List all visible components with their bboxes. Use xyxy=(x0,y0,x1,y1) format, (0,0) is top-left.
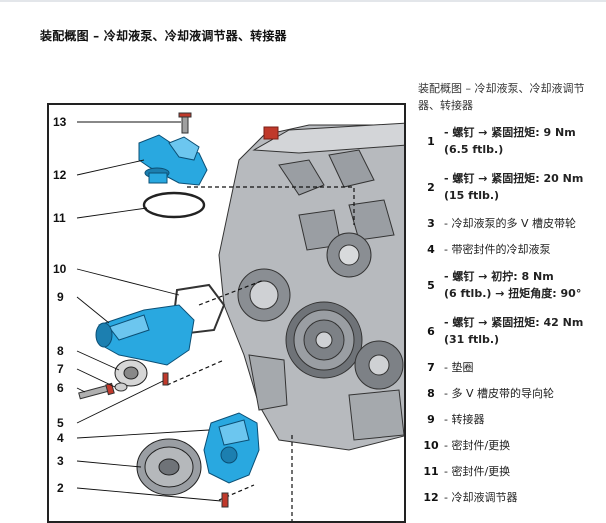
legend-item-text: - 螺钉 → 紧固扭矩: 9 Nm (6.5 ftlb.) xyxy=(444,124,576,158)
legend-item: 7 - 垫圈 xyxy=(418,354,604,380)
part-12-coolant-regulator xyxy=(138,134,208,186)
legend-item-line2: (31 ftlb.) xyxy=(444,333,500,346)
legend-item-text: - 带密封件的冷却液泵 xyxy=(444,241,550,258)
legend-item-number: 10 xyxy=(423,438,439,452)
legend-item-line1: - 螺钉 → 初拧: 8 Nm xyxy=(444,270,554,283)
legend-item: 6 - 螺钉 → 紧固扭矩: 42 Nm (31 ftlb.) xyxy=(418,308,604,354)
callout-10: 10 xyxy=(53,262,67,276)
legend-item-text: - 密封件/更换 xyxy=(444,463,510,480)
callout-13: 13 xyxy=(53,115,67,129)
legend-item-number: 6 xyxy=(427,324,435,338)
legend-item-line1: - 螺钉 → 紧固扭矩: 20 Nm xyxy=(444,172,584,185)
callout-8: 8 xyxy=(57,344,64,358)
legend-item: 12 - 冷却液调节器 xyxy=(418,484,604,510)
legend-item-number: 4 xyxy=(427,242,435,256)
legend-item-text: - 冷却液调节器 xyxy=(444,489,517,506)
part-5-bolt xyxy=(162,372,169,386)
legend-item-text: - 螺钉 → 紧固扭矩: 20 Nm (15 ftlb.) xyxy=(444,170,583,204)
callout-2: 2 xyxy=(57,481,64,495)
legend-item-line1: - 冷却液调节器 xyxy=(444,490,518,504)
legend-item-text: - 螺钉 → 紧固扭矩: 42 Nm (31 ftlb.) xyxy=(444,314,583,348)
legend-item-line1: - 多 V 槽皮带的导向轮 xyxy=(444,386,554,400)
legend-item: 8 - 多 V 槽皮带的导向轮 xyxy=(418,380,604,406)
part-6-bolt xyxy=(78,382,115,400)
legend-item-number: 11 xyxy=(423,464,439,478)
part-8-guide-pulley xyxy=(114,359,148,387)
callout-6: 6 xyxy=(57,381,64,395)
parts-legend: 装配概图 – 冷却液泵、冷却液调节器、转接器 1 - 螺钉 → 紧固扭矩: 9 N… xyxy=(418,80,604,510)
legend-item-text: - 冷却液泵的多 V 槽皮带轮 xyxy=(444,215,576,232)
callout-12: 12 xyxy=(53,168,67,182)
legend-item-line1: - 垫圈 xyxy=(444,360,474,374)
assembly-guide-lines xyxy=(166,186,355,521)
page-title: 装配概图 – 冷却液泵、冷却液调节器、转接器 xyxy=(40,29,287,43)
part-7-washer xyxy=(114,382,128,392)
legend-item: 2 - 螺钉 → 紧固扭矩: 20 Nm (15 ftlb.) xyxy=(418,164,604,210)
legend-item-line2: (6 ftlb.) → 扭矩角度: 90° xyxy=(444,287,582,300)
legend-item-line1: - 带密封件的冷却液泵 xyxy=(444,242,551,256)
legend-item-text: - 螺钉 → 初拧: 8 Nm (6 ftlb.) → 扭矩角度: 90° xyxy=(444,268,581,302)
exploded-view-figure: 13 12 11 10 9 8 7 6 5 4 3 2 xyxy=(47,103,406,523)
callout-4: 4 xyxy=(57,431,64,445)
legend-item-number: 12 xyxy=(423,490,439,504)
callout-9: 9 xyxy=(57,290,64,304)
legend-item-text: - 转接器 xyxy=(444,411,484,428)
legend-item: 10 - 密封件/更换 xyxy=(418,432,604,458)
legend-title: 装配概图 – 冷却液泵、冷却液调节器、转接器 xyxy=(418,82,585,112)
legend-item-text: - 密封件/更换 xyxy=(444,437,510,454)
engine-block-illustration xyxy=(218,122,404,451)
legend-item: 1 - 螺钉 → 紧固扭矩: 9 Nm (6.5 ftlb.) xyxy=(418,118,604,164)
part-11-seal xyxy=(142,191,206,219)
top-divider xyxy=(0,0,606,2)
legend-item-number: 2 xyxy=(427,180,435,194)
part-2-bolt xyxy=(221,492,229,508)
legend-item-number: 1 xyxy=(427,134,435,148)
legend-item-number: 5 xyxy=(427,278,435,292)
callout-leader-lines xyxy=(76,121,222,502)
legend-item-text: - 多 V 槽皮带的导向轮 xyxy=(444,385,554,402)
legend-list: 1 - 螺钉 → 紧固扭矩: 9 Nm (6.5 ftlb.) 2 - 螺钉 → 紧固扭… xyxy=(418,118,604,510)
part-4-coolant-pump xyxy=(203,412,260,484)
legend-item: 3 - 冷却液泵的多 V 槽皮带轮 xyxy=(418,210,604,236)
part-3-pulley xyxy=(136,438,202,496)
legend-item-line2: (15 ftlb.) xyxy=(444,189,500,202)
callout-5: 5 xyxy=(57,416,64,430)
legend-item-number: 3 xyxy=(427,216,435,230)
callout-3: 3 xyxy=(57,454,64,468)
legend-item-number: 8 xyxy=(427,386,435,400)
part-13-bolt xyxy=(178,112,192,134)
legend-item-number: 7 xyxy=(427,360,435,374)
legend-item: 5 - 螺钉 → 初拧: 8 Nm (6 ftlb.) → 扭矩角度: 90° xyxy=(418,262,604,308)
legend-item: 9 - 转接器 xyxy=(418,406,604,432)
legend-item-line1: - 螺钉 → 紧固扭矩: 42 Nm xyxy=(444,316,584,329)
legend-item: 4 - 带密封件的冷却液泵 xyxy=(418,236,604,262)
legend-item-line1: - 螺钉 → 紧固扭矩: 9 Nm xyxy=(444,126,576,139)
callout-11: 11 xyxy=(53,211,66,225)
legend-item-line1: - 转接器 xyxy=(444,412,485,426)
legend-item-line1: - 冷却液泵的多 V 槽皮带轮 xyxy=(444,216,576,230)
callout-7: 7 xyxy=(57,362,64,376)
legend-item-line2: (6.5 ftlb.) xyxy=(444,143,504,156)
legend-item-line1: - 密封件/更换 xyxy=(444,438,511,452)
legend-item-line1: - 密封件/更换 xyxy=(444,464,511,478)
legend-item: 11 - 密封件/更换 xyxy=(418,458,604,484)
legend-item-text: - 垫圈 xyxy=(444,359,473,376)
exploded-view-drawing: 13 12 11 10 9 8 7 6 5 4 3 2 xyxy=(53,112,404,521)
part-9-adapter xyxy=(95,304,195,366)
legend-item-number: 9 xyxy=(427,412,435,426)
